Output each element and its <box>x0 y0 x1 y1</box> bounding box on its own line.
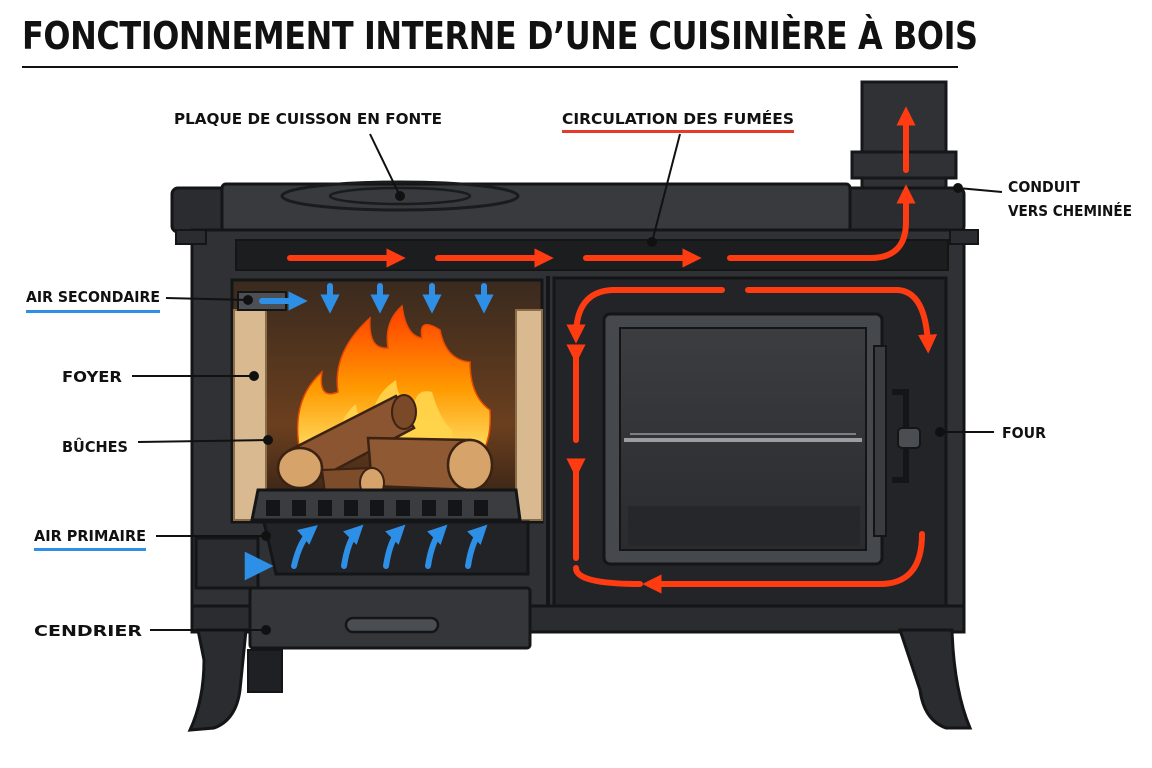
smoke-arrow <box>566 287 725 344</box>
ashpan-drawer <box>248 586 532 650</box>
oven <box>552 276 948 608</box>
label-cooktop: PLAQUE DE CUISSON EN FONTE <box>174 110 442 128</box>
primary-air-arrow <box>291 525 318 569</box>
burner-ring-inner <box>328 186 472 206</box>
title-rule <box>22 66 958 68</box>
smoke-arrow <box>573 565 643 587</box>
smoke-flow-arrows <box>287 106 938 594</box>
callout-labels: PLAQUE DE CUISSON EN FONTE CIRCULATION D… <box>26 109 1132 640</box>
primary-air-arrow <box>341 524 364 569</box>
label-smoke: CIRCULATION DES FUMÉES <box>562 109 794 128</box>
label-logs: BÛCHES <box>62 437 128 456</box>
grate <box>250 488 530 576</box>
smoke-arrow <box>745 287 938 354</box>
primary-air-arrow <box>383 524 406 569</box>
label-firebox: FOYER <box>62 368 122 386</box>
stove-legs <box>187 628 973 732</box>
primary-air-arrow <box>465 524 488 569</box>
air-flow-arrows <box>169 283 494 581</box>
label-ashpan: CENDRIER <box>34 622 143 640</box>
cooktop-plate <box>170 180 966 234</box>
ashpan-handle[interactable] <box>344 616 440 634</box>
page-title: FONCTIONNEMENT INTERNE D’UNE CUISINIÈRE … <box>22 14 978 58</box>
burner-ring-outer <box>280 180 520 212</box>
label-flue-line1: CONDUIT <box>1008 178 1081 196</box>
primary-air-arrow <box>425 524 448 569</box>
underline-smoke <box>562 130 794 133</box>
label-primary-air: AIR PRIMAIRE <box>34 527 146 545</box>
underline-primary-air <box>34 548 146 551</box>
label-flue-line2: VERS CHEMINÉE <box>1008 201 1132 220</box>
oven-hinge <box>873 345 887 537</box>
smoke-arrow <box>727 184 916 261</box>
label-secondary-air: AIR SECONDAIRE <box>26 288 160 306</box>
smoke-arrow <box>642 531 925 594</box>
leader-lines <box>132 133 1003 635</box>
underline-secondary-air <box>26 310 160 313</box>
label-oven: FOUR <box>1002 424 1046 442</box>
firebrick-left <box>233 309 267 521</box>
firebrick-right <box>515 309 543 521</box>
